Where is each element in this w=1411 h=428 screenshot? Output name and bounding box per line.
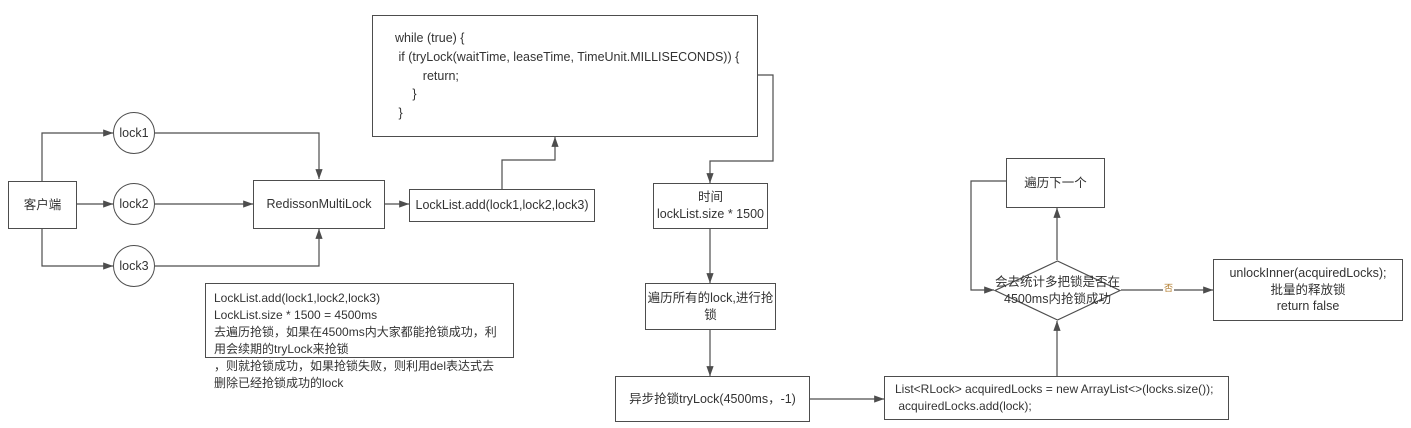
node-unlock-inner[interactable]: unlockInner(acquiredLocks); 批量的释放锁 retur… <box>1213 259 1403 321</box>
node-traverse-all-locks[interactable]: 遍历所有的lock,进行抢锁 <box>645 283 776 330</box>
node-lock3[interactable]: lock3 <box>113 245 155 287</box>
node-traverse-next[interactable]: 遍历下一个 <box>1006 158 1105 208</box>
node-client[interactable]: 客户端 <box>8 181 77 229</box>
node-lock2[interactable]: lock2 <box>113 183 155 225</box>
node-decision-lock-status[interactable]: 会去统计多把锁是否在4500ms内抢锁成功 <box>993 260 1122 321</box>
node-async-trylock[interactable]: 异步抢锁tryLock(4500ms，-1) <box>615 376 810 422</box>
node-time-box[interactable]: 时间 lockList.size * 1500 <box>653 183 768 229</box>
diamond-shape <box>993 260 1122 321</box>
node-redisson-multilock[interactable]: RedissonMultiLock <box>253 180 385 229</box>
node-code-block: while (true) { if (tryLock(waitTime, lea… <box>372 15 758 137</box>
note-locklist-explanation: LockList.add(lock1,lock2,lock3) LockList… <box>205 283 514 390</box>
node-locklist-add[interactable]: LockList.add(lock1,lock2,lock3) <box>409 189 595 222</box>
edge-label-decision-no: 否 <box>1163 283 1175 293</box>
node-acquired-locks[interactable]: List<RLock> acquiredLocks = new ArrayLis… <box>884 376 1229 420</box>
node-lock1[interactable]: lock1 <box>113 112 155 154</box>
